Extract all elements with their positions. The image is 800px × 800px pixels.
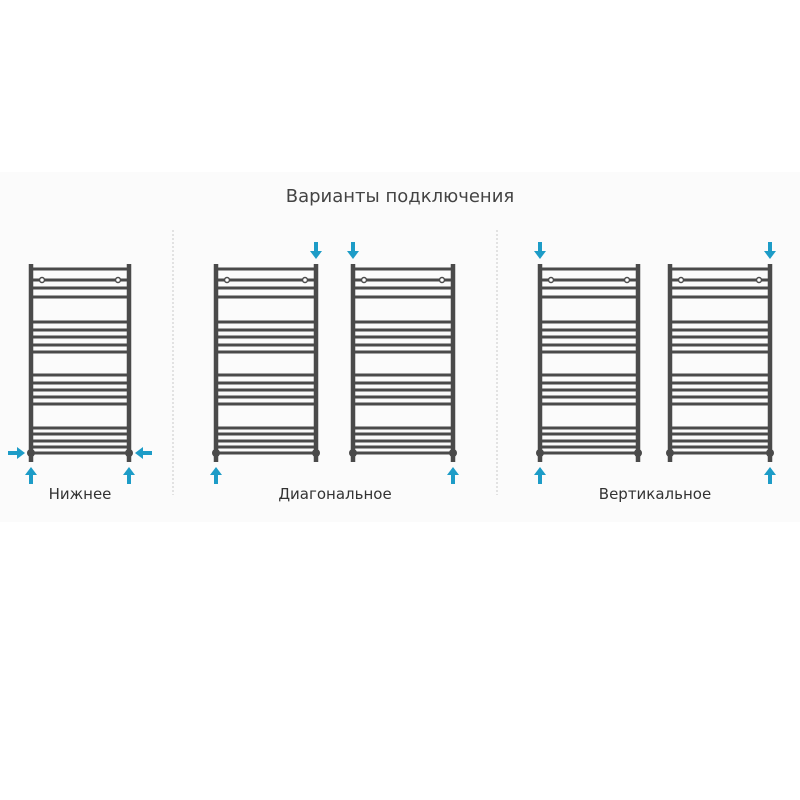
radiator-2-0 — [534, 242, 642, 484]
mount-knob — [755, 276, 763, 284]
mount-knob — [677, 276, 685, 284]
valve-port — [312, 449, 320, 457]
arrow-up-icon — [764, 467, 776, 484]
arrow-up-icon — [447, 467, 459, 484]
mount-knob — [223, 276, 231, 284]
arrow-left-icon — [135, 447, 152, 459]
valve-port — [212, 449, 220, 457]
mount-knob — [114, 276, 122, 284]
arrow-down-icon — [310, 242, 322, 259]
mount-knob — [438, 276, 446, 284]
arrow-down-icon — [764, 242, 776, 259]
valve-port — [27, 449, 35, 457]
valve-port — [634, 449, 642, 457]
arrow-right-icon — [8, 447, 25, 459]
arrow-up-icon — [25, 467, 37, 484]
label-diagonal-connection: Диагональное — [278, 485, 392, 503]
valve-port — [766, 449, 774, 457]
arrow-up-icon — [210, 467, 222, 484]
diagram-title: Варианты подключения — [285, 186, 515, 207]
mount-knob — [360, 276, 368, 284]
label-bottom-connection: Нижнее — [48, 485, 112, 503]
valve-port — [536, 449, 544, 457]
arrow-down-icon — [347, 242, 359, 259]
label-vertical-connection: Вертикальное — [598, 485, 712, 503]
arrow-up-icon — [123, 467, 135, 484]
radiator-0-0 — [8, 264, 152, 484]
radiator-1-0 — [210, 242, 322, 484]
arrow-up-icon — [534, 467, 546, 484]
valve-port — [349, 449, 357, 457]
mount-knob — [38, 276, 46, 284]
radiator-1-1 — [347, 242, 459, 484]
valve-port — [449, 449, 457, 457]
mount-knob — [547, 276, 555, 284]
valve-port — [666, 449, 674, 457]
radiator-2-1 — [666, 242, 776, 484]
valve-port — [125, 449, 133, 457]
mount-knob — [301, 276, 309, 284]
arrow-down-icon — [534, 242, 546, 259]
background-band — [0, 172, 800, 522]
mount-knob — [623, 276, 631, 284]
